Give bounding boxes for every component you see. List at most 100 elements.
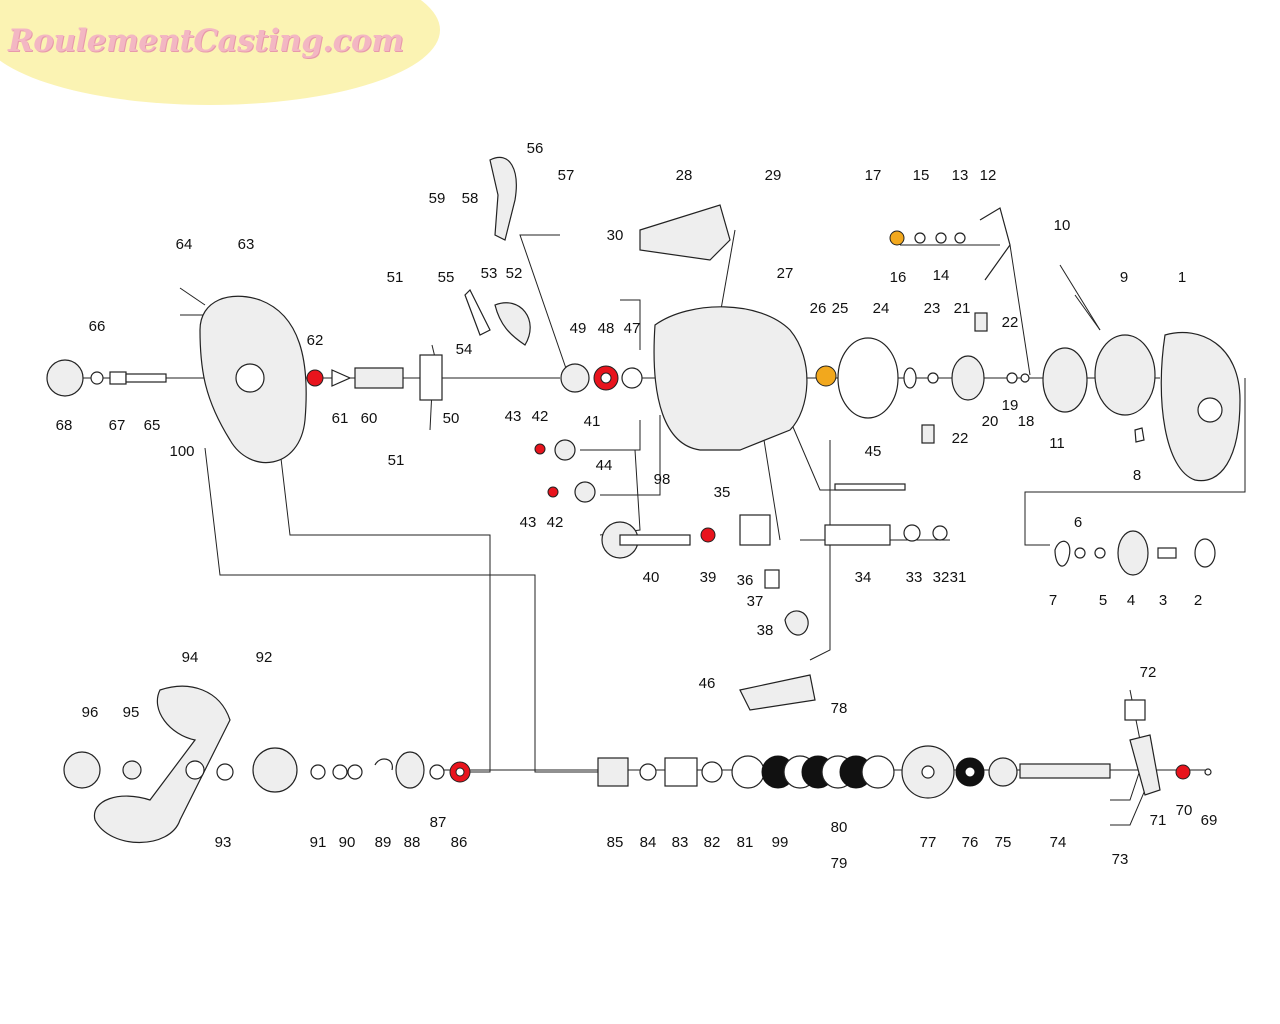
part-shapes [46, 156, 1241, 844]
part-number-label: 56 [527, 140, 544, 157]
part-number-label: 22 [1002, 314, 1019, 331]
part-number-label: 31 [950, 569, 967, 586]
tube-83-shape [664, 757, 698, 787]
part-number-label: 78 [831, 700, 848, 717]
leader-line [1059, 264, 1101, 331]
part-number-label: 74 [1050, 834, 1067, 851]
drive-shaft-74-shape [1019, 763, 1111, 779]
part-number-label: 89 [375, 834, 392, 851]
part-number-label: 87 [430, 814, 447, 831]
part-number-label: 39 [700, 569, 717, 586]
spool-24-shape [837, 337, 899, 419]
bearing-70-shape [1175, 764, 1191, 780]
washer-15-shape [914, 232, 926, 244]
leader-line [204, 447, 600, 773]
part-number-label: 41 [584, 413, 601, 430]
part-number-label: 75 [995, 834, 1012, 851]
bearing-39-shape [700, 527, 716, 543]
part-number-label: 90 [339, 834, 356, 851]
clicker-shape [489, 156, 517, 241]
part-number-label: 35 [714, 484, 731, 501]
part-number-label: 85 [607, 834, 624, 851]
spring-3-shape [1157, 547, 1177, 559]
part-number-label: 59 [429, 190, 446, 207]
part-number-label: 38 [757, 622, 774, 639]
leader-line [789, 419, 900, 491]
part-number-label: 42 [532, 408, 549, 425]
knob-4-shape [1117, 530, 1149, 576]
brand-logo: RoulementCasting.com [0, 0, 440, 105]
part-number-label: 15 [913, 167, 930, 184]
main-gear-hub-shape [921, 765, 935, 779]
part-number-label: 14 [933, 267, 950, 284]
part-number-label: 2 [1194, 592, 1202, 609]
part-number-label: 99 [772, 834, 789, 851]
part-number-label: 71 [1150, 812, 1167, 829]
clip-5-shape [1094, 547, 1106, 559]
bearing-86-inner-shape [455, 767, 465, 777]
spool-end-shape [903, 367, 917, 389]
part-number-label: 77 [920, 834, 937, 851]
yoke-shape [419, 354, 443, 401]
part-number-label: 44 [596, 457, 613, 474]
washer-93-shape [216, 763, 234, 781]
ring-47-shape [621, 367, 643, 389]
part-number-label: 20 [982, 413, 999, 430]
washer-6-shape [1074, 547, 1086, 559]
part-number-label: 27 [777, 265, 794, 282]
leader-line [600, 415, 661, 496]
part-number-label: 47 [624, 320, 641, 337]
part-number-label: 66 [89, 318, 106, 335]
washer-76-hole-shape [964, 766, 976, 778]
part-number-label: 12 [980, 167, 997, 184]
leader-line [1009, 244, 1031, 376]
pinion-shape [354, 367, 404, 389]
collar-23-shape [927, 372, 939, 384]
part-number-label: 29 [765, 167, 782, 184]
bearing-16-shape [889, 230, 905, 246]
washer-14-shape [935, 232, 947, 244]
leader-line [719, 229, 736, 316]
part-number-label: 11 [1049, 435, 1065, 452]
washer-82-shape [701, 761, 723, 783]
part-number-label: 69 [1201, 812, 1218, 829]
part-number-label: 79 [831, 855, 848, 872]
part-number-label: 64 [176, 236, 193, 253]
handle-hub-shape [185, 760, 205, 780]
part-number-label: 82 [704, 834, 721, 851]
part-number-label: 60 [361, 410, 378, 427]
bearing-26-shape [815, 365, 837, 387]
part-number-label: 88 [404, 834, 421, 851]
part-number-label: 26 [810, 300, 827, 317]
part-number-label: 45 [865, 443, 882, 460]
part-number-label: 25 [832, 300, 849, 317]
sleeve-85-shape [597, 757, 629, 787]
part-number-label: 62 [307, 332, 324, 349]
part-number-label: 73 [1112, 851, 1129, 868]
cover-boss-shape [1197, 397, 1223, 423]
clip-8-shape [1134, 427, 1145, 443]
drag-washer-78c-shape [861, 755, 895, 789]
part-number-label: 34 [855, 569, 872, 586]
part-number-label: 37 [747, 593, 764, 610]
block-22b-shape [921, 424, 935, 444]
washer-32-shape [932, 525, 948, 541]
part-number-label: 22 [952, 430, 969, 447]
leader-line [1024, 378, 1246, 546]
gear-44-shape [574, 481, 596, 503]
ring-11-shape [1042, 347, 1088, 413]
worm-shaft-shape [619, 534, 691, 546]
washer-90a-shape [332, 764, 348, 780]
logo-text: RoulementCasting.com [8, 23, 404, 59]
part-number-label: 30 [607, 227, 624, 244]
part-number-label: 16 [890, 269, 907, 286]
spring-12-shape [979, 207, 1011, 281]
part-number-label: 65 [144, 417, 161, 434]
part-number-label: 36 [737, 572, 754, 589]
part-number-label: 43 [520, 514, 537, 531]
part-number-label: 80 [831, 819, 848, 836]
part-number-label: 96 [82, 704, 99, 721]
part-number-label: 13 [952, 167, 969, 184]
leader-line [519, 234, 571, 381]
